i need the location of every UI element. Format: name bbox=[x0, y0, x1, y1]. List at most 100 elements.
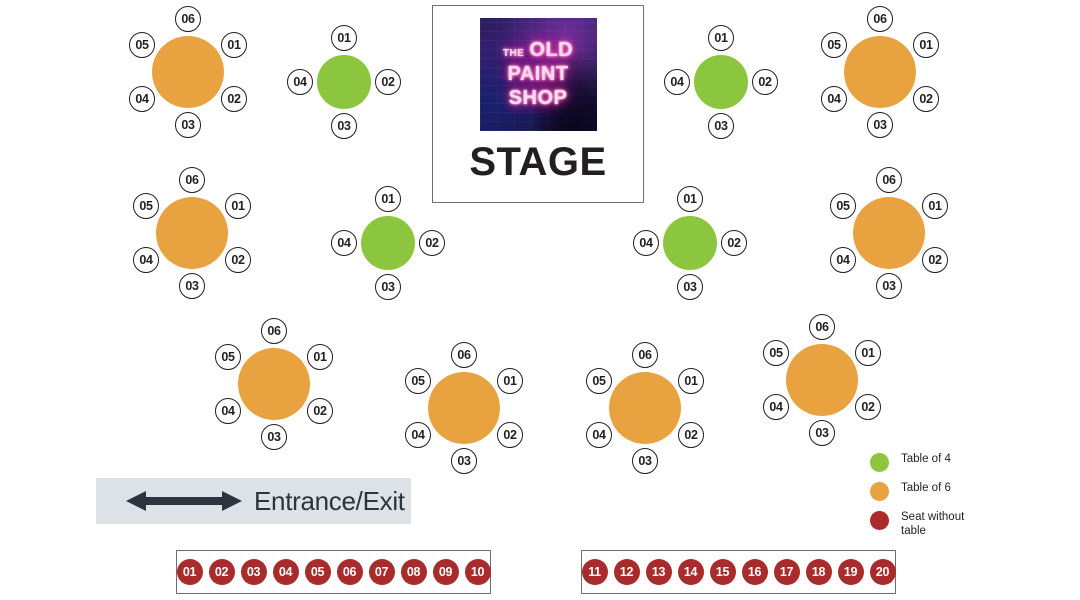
seat-without-table[interactable]: 05 bbox=[304, 559, 331, 585]
seat[interactable]: 04 bbox=[129, 86, 155, 112]
seat[interactable]: 03 bbox=[261, 424, 287, 450]
seat[interactable]: 02 bbox=[307, 398, 333, 424]
seat[interactable]: 01 bbox=[497, 368, 523, 394]
seat[interactable]: 03 bbox=[331, 113, 357, 139]
seat[interactable]: 01 bbox=[708, 25, 734, 51]
seat-without-table[interactable]: 04 bbox=[272, 559, 299, 585]
seat[interactable]: 03 bbox=[867, 112, 893, 138]
seat[interactable]: 01 bbox=[678, 368, 704, 394]
seat-without-table[interactable]: 12 bbox=[613, 559, 640, 585]
seat[interactable]: 01 bbox=[221, 32, 247, 58]
legend-color-swatch bbox=[870, 453, 889, 472]
seat[interactable]: 06 bbox=[632, 342, 658, 368]
seat[interactable]: 05 bbox=[830, 193, 856, 219]
seat-without-table[interactable]: 19 bbox=[837, 559, 864, 585]
seat-without-table[interactable]: 01 bbox=[176, 559, 203, 585]
seat-without-table[interactable]: 06 bbox=[336, 559, 363, 585]
seat-without-table[interactable]: 17 bbox=[773, 559, 800, 585]
table-surface[interactable] bbox=[853, 197, 925, 269]
table-surface[interactable] bbox=[663, 216, 717, 270]
seat[interactable]: 06 bbox=[867, 6, 893, 32]
seat[interactable]: 04 bbox=[586, 422, 612, 448]
seat[interactable]: 03 bbox=[708, 113, 734, 139]
neon-word-the: THE bbox=[502, 48, 525, 59]
seat[interactable]: 05 bbox=[129, 32, 155, 58]
seat[interactable]: 04 bbox=[215, 398, 241, 424]
seat[interactable]: 02 bbox=[913, 86, 939, 112]
seat[interactable]: 04 bbox=[633, 230, 659, 256]
legend-label: Table of 4 bbox=[901, 453, 951, 465]
seat[interactable]: 04 bbox=[763, 394, 789, 420]
seat[interactable]: 06 bbox=[451, 342, 477, 368]
seat[interactable]: 05 bbox=[133, 193, 159, 219]
seat[interactable]: 05 bbox=[215, 344, 241, 370]
seat[interactable]: 01 bbox=[307, 344, 333, 370]
seat-without-table[interactable]: 18 bbox=[805, 559, 832, 585]
seat[interactable]: 06 bbox=[179, 167, 205, 193]
table-surface[interactable] bbox=[428, 372, 500, 444]
table-surface[interactable] bbox=[156, 197, 228, 269]
seat-without-table[interactable]: 13 bbox=[645, 559, 672, 585]
seat[interactable]: 03 bbox=[179, 273, 205, 299]
seat-without-table[interactable]: 08 bbox=[400, 559, 427, 585]
seat[interactable]: 03 bbox=[375, 274, 401, 300]
seat-without-table[interactable]: 20 bbox=[869, 559, 896, 585]
seat-without-table[interactable]: 09 bbox=[432, 559, 459, 585]
seat-without-table[interactable]: 16 bbox=[741, 559, 768, 585]
seat-without-table[interactable]: 11 bbox=[581, 559, 608, 585]
table-surface[interactable] bbox=[844, 36, 916, 108]
table-surface[interactable] bbox=[152, 36, 224, 108]
seat[interactable]: 03 bbox=[175, 112, 201, 138]
seat[interactable]: 04 bbox=[133, 247, 159, 273]
seat[interactable]: 04 bbox=[331, 230, 357, 256]
table-surface[interactable] bbox=[361, 216, 415, 270]
seat[interactable]: 06 bbox=[261, 318, 287, 344]
seat[interactable]: 02 bbox=[678, 422, 704, 448]
neon-word-paint: PAINT bbox=[507, 63, 569, 85]
seat[interactable]: 01 bbox=[331, 25, 357, 51]
seat-without-table[interactable]: 14 bbox=[677, 559, 704, 585]
seat-without-table[interactable]: 10 bbox=[464, 559, 491, 585]
seat[interactable]: 03 bbox=[809, 420, 835, 446]
table-surface[interactable] bbox=[786, 344, 858, 416]
seat[interactable]: 04 bbox=[821, 86, 847, 112]
table-surface[interactable] bbox=[238, 348, 310, 420]
seat-without-table[interactable]: 15 bbox=[709, 559, 736, 585]
seat[interactable]: 01 bbox=[677, 186, 703, 212]
seat[interactable]: 01 bbox=[375, 186, 401, 212]
seat[interactable]: 01 bbox=[913, 32, 939, 58]
seat[interactable]: 04 bbox=[287, 69, 313, 95]
seat[interactable]: 01 bbox=[855, 340, 881, 366]
seat-without-table[interactable]: 07 bbox=[368, 559, 395, 585]
seat[interactable]: 02 bbox=[721, 230, 747, 256]
seat[interactable]: 02 bbox=[419, 230, 445, 256]
seat[interactable]: 06 bbox=[175, 6, 201, 32]
seat[interactable]: 03 bbox=[632, 448, 658, 474]
seat[interactable]: 02 bbox=[752, 69, 778, 95]
seat[interactable]: 02 bbox=[221, 86, 247, 112]
seat[interactable]: 02 bbox=[497, 422, 523, 448]
seat[interactable]: 03 bbox=[876, 273, 902, 299]
seat[interactable]: 02 bbox=[375, 69, 401, 95]
seat[interactable]: 03 bbox=[677, 274, 703, 300]
seat[interactable]: 01 bbox=[225, 193, 251, 219]
seat[interactable]: 04 bbox=[405, 422, 431, 448]
seat[interactable]: 06 bbox=[876, 167, 902, 193]
table-surface[interactable] bbox=[317, 55, 371, 109]
seat[interactable]: 05 bbox=[586, 368, 612, 394]
seat[interactable]: 05 bbox=[405, 368, 431, 394]
table-surface[interactable] bbox=[694, 55, 748, 109]
seat-without-table[interactable]: 03 bbox=[240, 559, 267, 585]
seat[interactable]: 04 bbox=[830, 247, 856, 273]
seat[interactable]: 05 bbox=[763, 340, 789, 366]
seat[interactable]: 06 bbox=[809, 314, 835, 340]
seat[interactable]: 04 bbox=[664, 69, 690, 95]
seat[interactable]: 01 bbox=[922, 193, 948, 219]
seat-without-table[interactable]: 02 bbox=[208, 559, 235, 585]
table-surface[interactable] bbox=[609, 372, 681, 444]
seat[interactable]: 05 bbox=[821, 32, 847, 58]
seat[interactable]: 02 bbox=[855, 394, 881, 420]
seat[interactable]: 02 bbox=[225, 247, 251, 273]
seat[interactable]: 03 bbox=[451, 448, 477, 474]
seat[interactable]: 02 bbox=[922, 247, 948, 273]
